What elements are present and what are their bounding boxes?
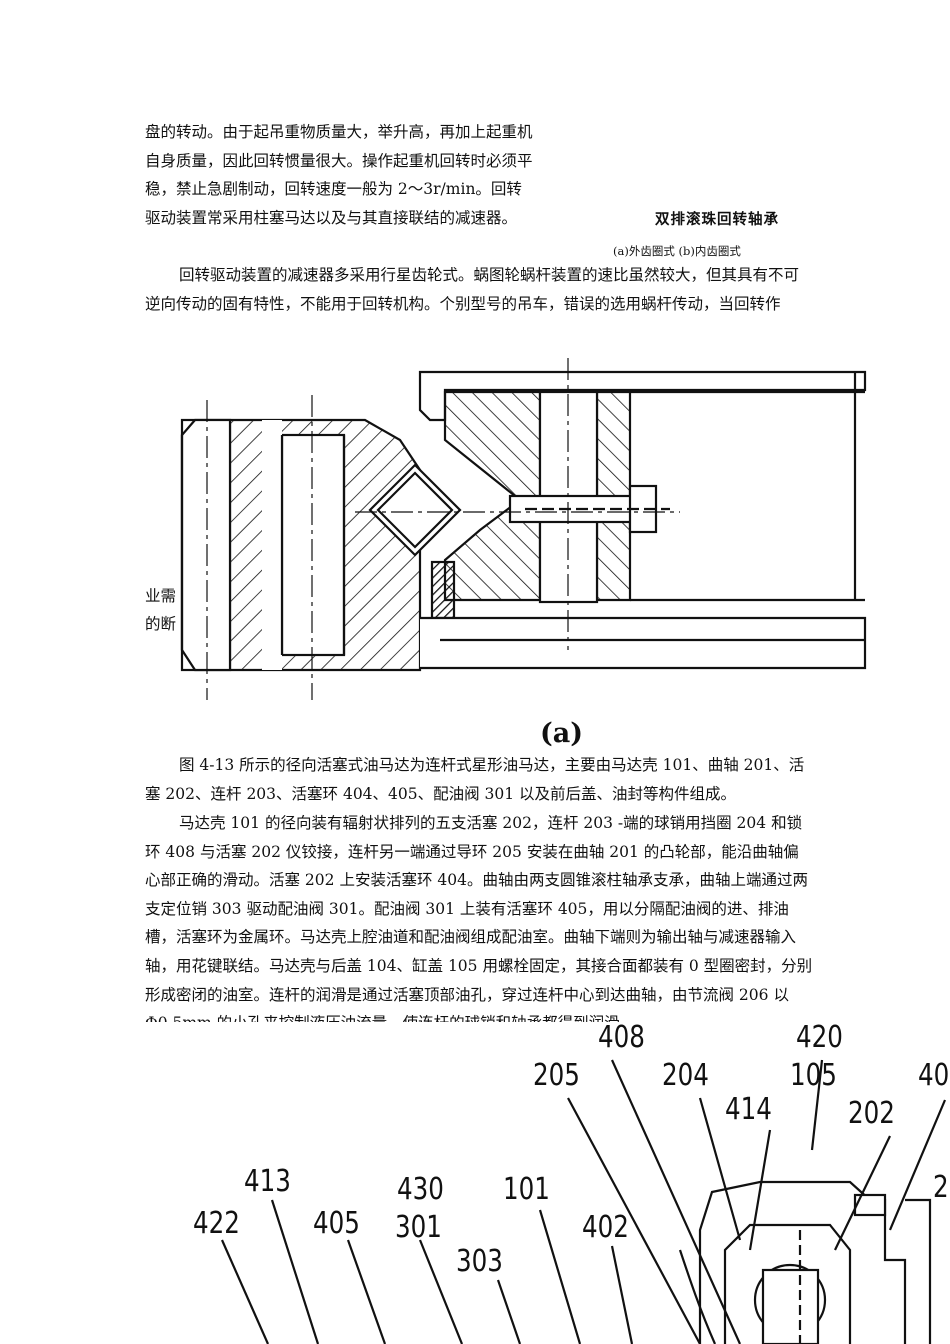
callout-label: 105 bbox=[790, 1058, 837, 1093]
callout-label: 205 bbox=[533, 1058, 580, 1093]
callout-label: 430 bbox=[397, 1172, 444, 1207]
callout-label: 301 bbox=[395, 1210, 442, 1245]
callout-label: 408 bbox=[598, 1020, 645, 1055]
callout-label: 420 bbox=[796, 1020, 843, 1055]
clip-mask bbox=[140, 1022, 830, 1032]
callout-label: 40 bbox=[918, 1058, 950, 1093]
paragraph-3: 图 4-13 所示的径向活塞式油马达为连杆式星形油马达，主要由马达壳 101、曲… bbox=[145, 756, 805, 803]
callout-label: 2 bbox=[933, 1170, 949, 1205]
callout-label: 405 bbox=[313, 1206, 360, 1241]
motor-drawing bbox=[220, 1059, 947, 1344]
paragraph-1: 盘的转动。由于起吊重物质量大，举升高，再加上起重机自身质量，因此回转惯量很大。操… bbox=[145, 123, 533, 227]
callout-label: 204 bbox=[662, 1058, 709, 1093]
figure-caption-subtitle: (a)外齿圈式 (b)内齿圈式 bbox=[613, 244, 741, 258]
paragraph-2: 回转驱动装置的减速器多采用行星齿轮式。蜗图轮蜗杆装置的速比虽然较大，但其具有不可… bbox=[145, 266, 800, 313]
side-text-fragment: 的断 bbox=[145, 615, 177, 633]
callout-label: 202 bbox=[848, 1096, 895, 1131]
callout-label: 422 bbox=[193, 1206, 240, 1241]
callout-label: 303 bbox=[456, 1244, 503, 1279]
figure-caption-title: 双排滚珠回转轴承 bbox=[655, 212, 779, 228]
figure-label-a: (a) bbox=[540, 718, 584, 749]
callout-label: 402 bbox=[582, 1210, 629, 1245]
callout-label: 101 bbox=[503, 1172, 550, 1207]
callout-label: 413 bbox=[244, 1164, 291, 1199]
callout-label: 414 bbox=[725, 1092, 772, 1127]
side-text-fragment: 业需 bbox=[145, 587, 177, 605]
